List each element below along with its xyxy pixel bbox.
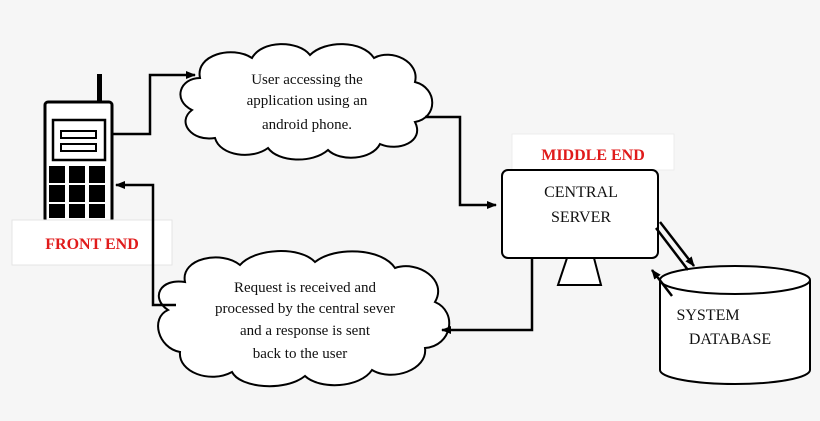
cloud-user-access: User accessing the application using an …: [179, 43, 434, 161]
middle-end-text: MIDDLE END: [541, 147, 645, 164]
cloud-server-response: Request is received and processed by the…: [157, 250, 451, 388]
arrows: [112, 71, 695, 334]
arrow-phone-to-cloud: [112, 71, 196, 136]
server-line-1: CENTRAL: [544, 184, 618, 201]
database-line-2: DATABASE: [689, 331, 771, 348]
arrow-cloud-to-server: [425, 115, 497, 209]
cloud-bottom-line-2: processed by the central sever: [215, 301, 395, 317]
cloud-bottom-line-1: Request is received and: [234, 280, 377, 296]
arrow-server-to-database: [659, 221, 695, 267]
central-server: CENTRAL SERVER: [501, 169, 659, 286]
arrow-server-to-database-shadow: [655, 227, 689, 271]
cloud-bottom-line-4: back to the user: [253, 346, 348, 362]
cloud-top-line-1: User accessing the: [251, 72, 363, 88]
arrow-cloud-to-phone: [115, 181, 176, 307]
database-line-1: SYSTEM: [676, 307, 739, 324]
cloud-bottom-line-3: and a response is sent: [240, 323, 371, 339]
cloud-top-line-2: application using an: [247, 93, 368, 109]
monitor-stand-icon: [556, 257, 603, 286]
mobile-phone-icon: [43, 74, 114, 224]
front-end-label: FRONT END: [11, 219, 173, 266]
arrow-database-to-server: [651, 269, 673, 297]
middle-end-label: MIDDLE END: [511, 133, 675, 171]
server-line-2: SERVER: [551, 209, 611, 226]
cloud-top-line-3: android phone.: [262, 117, 352, 133]
database-cylinder-icon: SYSTEM DATABASE: [659, 265, 811, 385]
front-end-text: FRONT END: [45, 236, 139, 253]
arrow-server-to-cloud: [441, 258, 534, 334]
